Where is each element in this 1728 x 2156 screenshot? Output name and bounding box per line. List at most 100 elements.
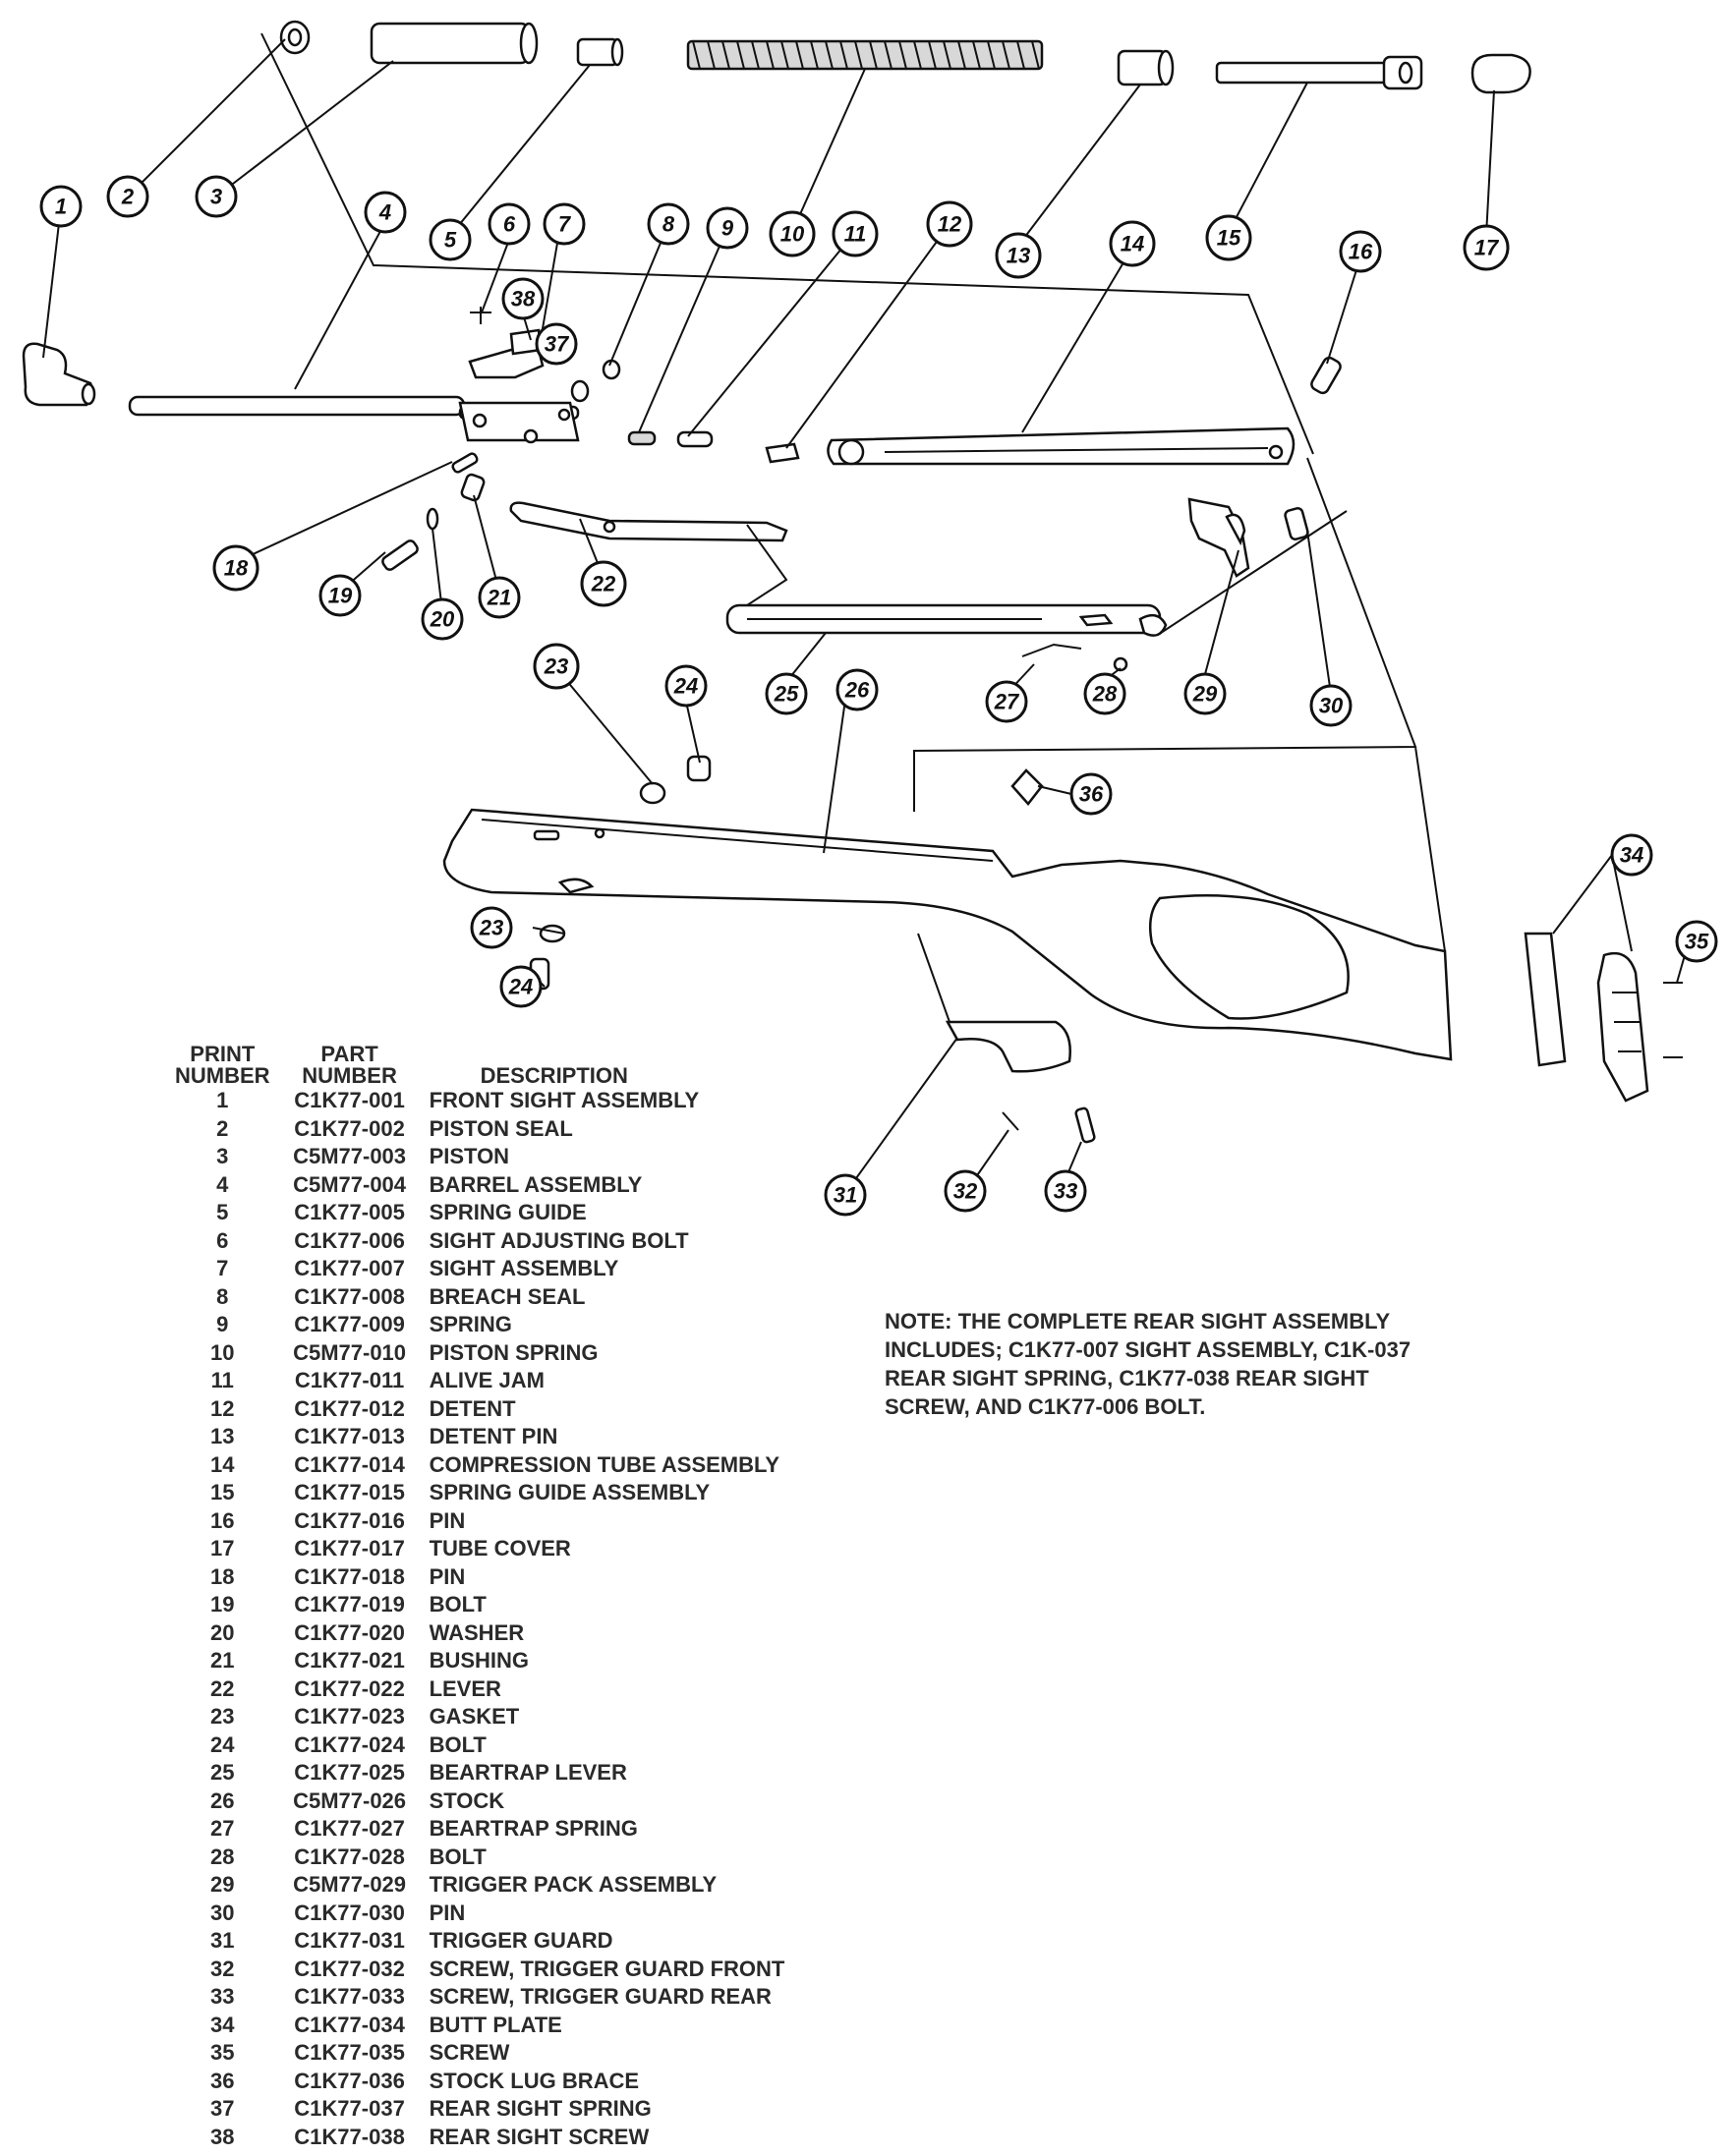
- callout-38: 38: [501, 277, 545, 320]
- callout-17: 17: [1463, 224, 1510, 271]
- callout-6: 6: [488, 202, 531, 246]
- description-cell: SCREW: [429, 2040, 510, 2065]
- description-cell: TRIGGER PACK ASSEMBLY: [429, 1872, 718, 1897]
- callout-13: 13: [995, 232, 1042, 279]
- description-cell: ALIVE JAM: [429, 1368, 545, 1392]
- butt-plate-part: [1524, 932, 1649, 1103]
- print-number-cell: 34: [210, 2012, 235, 2037]
- part-number-cell: C1K77-022: [294, 1675, 405, 1701]
- description-cell: BOLT: [429, 1731, 487, 1757]
- part-number-cell: C1K77-021: [294, 1648, 405, 1673]
- table-row: 21 C1K77-021 BUSHING: [167, 1647, 792, 1675]
- callout-23: 23: [533, 643, 580, 690]
- svg-text:21: 21: [487, 586, 511, 610]
- print-number-cell: 1: [216, 1088, 229, 1112]
- callout-9: 9: [706, 206, 749, 250]
- part-number-cell: C1K77-027: [294, 1816, 405, 1841]
- svg-text:33: 33: [1054, 1179, 1077, 1204]
- print-number-cell: 21: [210, 1648, 235, 1673]
- svg-text:6: 6: [503, 212, 516, 237]
- part-number-cell: C5M77-010: [293, 1339, 407, 1365]
- print-number-cell: 13: [210, 1424, 235, 1448]
- callout-8: 8: [647, 202, 690, 246]
- bolt-28-part: [1113, 656, 1128, 672]
- svg-text:29: 29: [1192, 682, 1218, 707]
- part-number-cell: C1K77-014: [294, 1451, 405, 1477]
- table-row: 20 C1K77-020 WASHER: [167, 1619, 792, 1648]
- svg-text:7: 7: [558, 212, 572, 237]
- part-number-cell: C1K77-020: [294, 1619, 405, 1645]
- part-number-cell: C1K77-006: [294, 1227, 405, 1253]
- print-number-cell: 9: [216, 1312, 229, 1336]
- svg-text:38: 38: [511, 287, 536, 312]
- svg-text:31: 31: [834, 1183, 857, 1208]
- pin-18-part: [451, 452, 479, 474]
- callout-12: 12: [926, 200, 973, 248]
- piston-spring-part: [686, 39, 1044, 71]
- rear-sight-note: NOTE: THE COMPLETE REAR SIGHT ASSEMBLY I…: [885, 1307, 1415, 1421]
- part-number-cell: C1K77-018: [294, 1563, 405, 1589]
- description-cell: BARREL ASSEMBLY: [429, 1171, 643, 1197]
- svg-text:1: 1: [55, 195, 67, 219]
- print-number-cell: 22: [210, 1675, 235, 1701]
- bolt-19-part: [381, 539, 419, 571]
- print-number-cell: 28: [210, 1844, 235, 1869]
- callout-22: 22: [580, 560, 627, 607]
- callout-33: 33: [1044, 1169, 1087, 1213]
- part-number-cell: C1K77-019: [294, 1592, 405, 1617]
- part-number-cell: C1K77-024: [294, 1731, 405, 1757]
- bushing-21-part: [460, 473, 486, 502]
- detent-pin-part: [1117, 49, 1175, 86]
- part-number-cell: C1K77-032: [294, 1956, 405, 1981]
- svg-text:17: 17: [1474, 236, 1500, 260]
- callouts: 1 2 3 4 5 6 7 8 9 10 11 12 13 14 15 16 1…: [39, 175, 1718, 1217]
- header-description: DESCRIPTION: [480, 1063, 628, 1088]
- description-cell: BOLT: [429, 1592, 487, 1617]
- description-cell: REAR SIGHT SCREW: [429, 2124, 650, 2149]
- print-number-cell: 20: [210, 1619, 235, 1645]
- print-number-cell: 2: [216, 1115, 229, 1141]
- svg-text:24: 24: [508, 975, 533, 999]
- description-cell: PIN: [429, 1563, 466, 1589]
- callout-23-lower: 23: [470, 906, 513, 949]
- callout-31: 31: [824, 1173, 867, 1217]
- lever-22-part: [509, 501, 788, 542]
- description-cell: DETENT: [429, 1395, 516, 1421]
- callout-35: 35: [1675, 920, 1718, 963]
- part-number-cell: C1K77-017: [294, 1536, 405, 1560]
- description-cell: SCREW, TRIGGER GUARD FRONT: [429, 1956, 785, 1981]
- part-number-cell: C1K77-008: [294, 1283, 405, 1309]
- gasket-23-part: [539, 781, 666, 943]
- svg-text:8: 8: [662, 212, 675, 237]
- print-number-cell: 15: [210, 1480, 235, 1504]
- piston-part: [370, 22, 539, 65]
- svg-text:34: 34: [1620, 843, 1643, 868]
- description-cell: BUSHING: [429, 1648, 530, 1673]
- part-number-cell: C1K77-002: [294, 1115, 405, 1141]
- callout-7: 7: [543, 202, 586, 246]
- trigger-pack-part: [1187, 497, 1250, 578]
- description-cell: WASHER: [429, 1619, 525, 1645]
- callout-32: 32: [944, 1169, 987, 1213]
